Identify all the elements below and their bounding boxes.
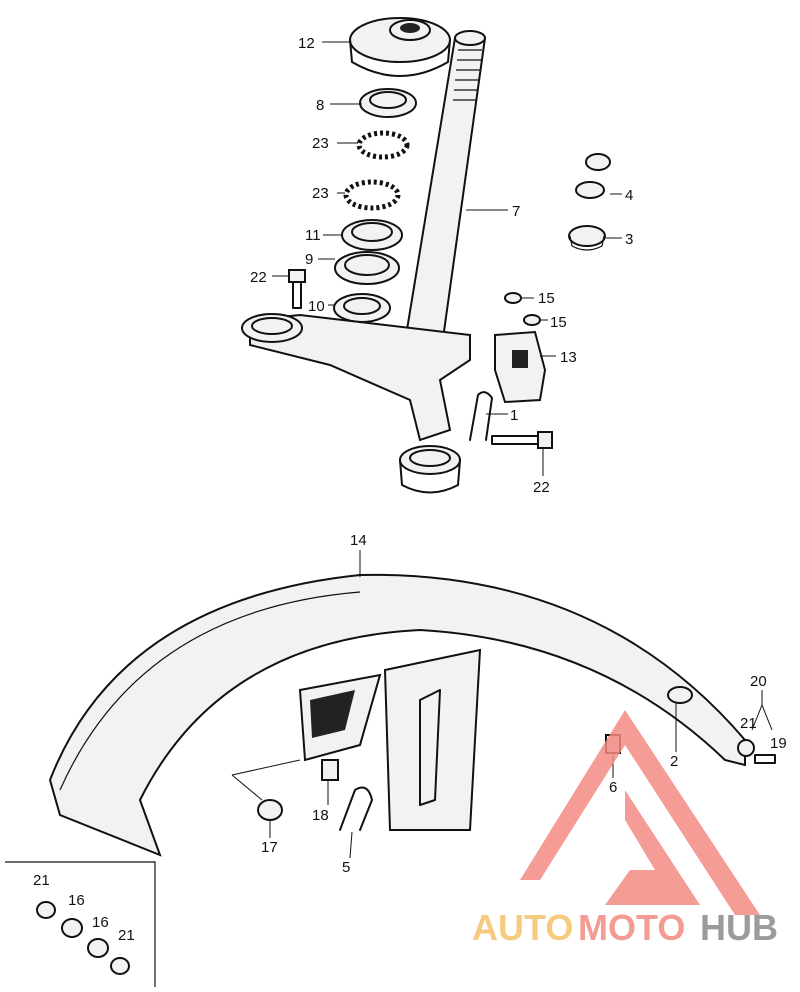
callout-9: 9 bbox=[305, 251, 313, 268]
callout-22-upper: 22 bbox=[250, 269, 267, 286]
callout-1: 1 bbox=[510, 407, 518, 424]
callout-23-lower: 23 bbox=[312, 185, 329, 202]
callout-22-lower: 22 bbox=[533, 479, 550, 496]
reflector-2 bbox=[667, 686, 693, 704]
watermark-text-auto: AUTO bbox=[472, 907, 573, 948]
callout-2: 2 bbox=[670, 753, 678, 770]
fender-stay-bracket bbox=[383, 648, 482, 831]
callout-6: 6 bbox=[609, 779, 617, 796]
callout-18: 18 bbox=[312, 807, 329, 824]
callout-11: 11 bbox=[305, 227, 321, 244]
steel-balls-23-upper bbox=[356, 130, 410, 160]
callout-4: 4 bbox=[625, 187, 633, 204]
fender-inner-plate bbox=[298, 673, 382, 762]
grommet-3 bbox=[568, 225, 606, 251]
watermark-text-hub: HUB bbox=[700, 907, 778, 948]
bearing-race-9 bbox=[334, 251, 400, 285]
bolt-22-lower bbox=[491, 431, 553, 449]
callout-5: 5 bbox=[342, 859, 350, 876]
inset-box bbox=[5, 861, 156, 987]
callout-16-inset-lower: 16 bbox=[92, 914, 109, 931]
callout-10: 10 bbox=[308, 298, 325, 315]
clamp-block-13 bbox=[494, 330, 547, 404]
clip-5 bbox=[339, 786, 373, 831]
callout-8: 8 bbox=[316, 97, 324, 114]
dust-seal-10 bbox=[333, 293, 391, 323]
callout-23-upper: 23 bbox=[312, 135, 329, 152]
spring-washer-4 bbox=[575, 153, 611, 199]
callout-21-inset-top: 21 bbox=[33, 872, 50, 889]
callout-7: 7 bbox=[512, 203, 520, 220]
steering-stem-nut-12 bbox=[349, 17, 451, 77]
screws-15 bbox=[504, 292, 541, 326]
callout-17: 17 bbox=[261, 839, 278, 856]
callout-16-inset-upper: 16 bbox=[68, 892, 85, 909]
steel-balls-23-lower bbox=[343, 179, 401, 211]
bearing-race-8 bbox=[359, 88, 417, 118]
callout-21-inset-bottom: 21 bbox=[118, 927, 135, 944]
bearing-race-11 bbox=[341, 219, 403, 251]
automotohub-watermark: AUTO MOTO HUB bbox=[472, 710, 778, 948]
callout-labels: 12 8 23 23 11 9 10 22 7 4 3 15 15 13 1 2… bbox=[33, 35, 787, 944]
bottom-bridge bbox=[241, 313, 471, 494]
watermark-logo-mark bbox=[520, 710, 760, 915]
callout-12: 12 bbox=[298, 35, 315, 52]
callout-21-right: 21 bbox=[740, 715, 757, 732]
callout-14: 14 bbox=[350, 532, 367, 549]
callout-3: 3 bbox=[625, 231, 633, 248]
bolt-17 bbox=[257, 799, 283, 821]
callout-20: 20 bbox=[750, 673, 767, 690]
bolt-22-upper bbox=[288, 269, 306, 309]
wire-clip-1 bbox=[469, 391, 493, 441]
callout-13: 13 bbox=[560, 349, 577, 366]
callout-19: 19 bbox=[770, 735, 787, 752]
callout-15-lower: 15 bbox=[550, 314, 567, 331]
leader-lines bbox=[231, 41, 773, 859]
bolt-19-washer-21 bbox=[737, 739, 776, 764]
callout-15-upper: 15 bbox=[538, 290, 555, 307]
bolt-18 bbox=[321, 759, 339, 781]
watermark-text-moto: MOTO bbox=[578, 907, 685, 948]
stem-shaft-7 bbox=[400, 30, 487, 361]
